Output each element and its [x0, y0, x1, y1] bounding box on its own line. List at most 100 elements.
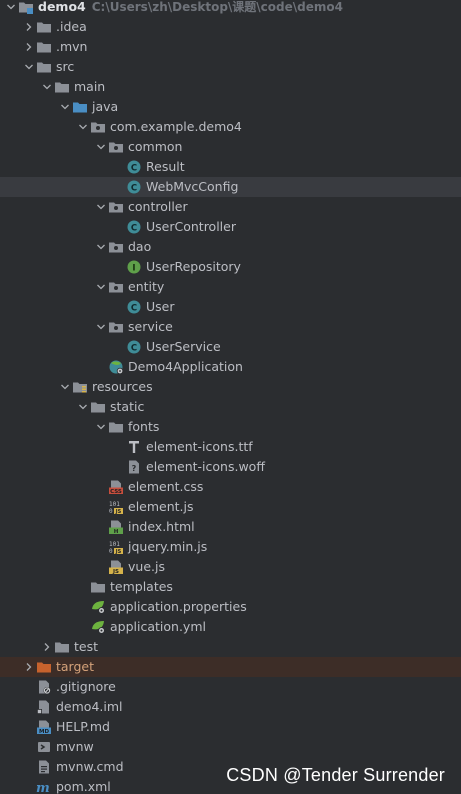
- tree-item-fonts[interactable]: fonts: [0, 417, 461, 437]
- resources-folder-icon: [72, 379, 88, 395]
- package-icon: [108, 199, 124, 215]
- spring-config-icon: [90, 599, 106, 615]
- svg-text:?: ?: [132, 464, 137, 473]
- js-file-icon: JS: [108, 559, 124, 575]
- tree-item-webmvcconfig[interactable]: C WebMvcConfig: [0, 177, 461, 197]
- tree-item-mvnw-cmd[interactable]: mvnw.cmd: [0, 757, 461, 777]
- chevron-down-icon[interactable]: [94, 137, 108, 157]
- text-file-icon: [36, 759, 52, 775]
- tree-item-demo4application[interactable]: Demo4Application: [0, 357, 461, 377]
- folder-icon: [90, 399, 106, 415]
- chevron-right-icon[interactable]: [22, 37, 36, 57]
- tree-item-entity[interactable]: entity: [0, 277, 461, 297]
- iml-file-icon: [36, 699, 52, 715]
- tree-item-dao[interactable]: dao: [0, 237, 461, 257]
- tree-item-label: dao: [128, 239, 152, 254]
- chevron-down-icon[interactable]: [94, 277, 108, 297]
- tree-item-label: index.html: [128, 519, 195, 534]
- tree-item-main[interactable]: main: [0, 77, 461, 97]
- tree-item-application-properties[interactable]: application.properties: [0, 597, 461, 617]
- tree-item-label: .mvn: [56, 39, 88, 54]
- tree-item-resources[interactable]: resources: [0, 377, 461, 397]
- tree-item-templates[interactable]: templates: [0, 577, 461, 597]
- chevron-down-icon[interactable]: [94, 417, 108, 437]
- chevron-right-icon[interactable]: [22, 17, 36, 37]
- font-file-icon: [126, 439, 142, 455]
- tree-item-src[interactable]: src: [0, 57, 461, 77]
- svg-text:JS: JS: [115, 549, 122, 555]
- tree-item-service[interactable]: service: [0, 317, 461, 337]
- tree-item-gitignore[interactable]: .gitignore: [0, 677, 461, 697]
- chevron-down-icon[interactable]: [58, 97, 72, 117]
- tree-item-application-yml[interactable]: application.yml: [0, 617, 461, 637]
- spring-config-icon: [90, 619, 106, 635]
- chevron-down-icon[interactable]: [22, 57, 36, 77]
- tree-item-java[interactable]: java: [0, 97, 461, 117]
- watermark: CSDN @Tender Surrender: [226, 765, 445, 785]
- svg-text:MD: MD: [39, 729, 49, 735]
- svg-text:0: 0: [109, 548, 113, 555]
- chevron-down-icon[interactable]: [94, 237, 108, 257]
- svg-text:C: C: [131, 183, 137, 193]
- tree-item-label: vue.js: [128, 559, 165, 574]
- tree-item-label: common: [128, 139, 183, 154]
- chevron-down-icon[interactable]: [94, 317, 108, 337]
- tree-item-common[interactable]: common: [0, 137, 461, 157]
- svg-text:C: C: [131, 303, 137, 313]
- chevron-right-icon[interactable]: [40, 637, 54, 657]
- chevron-down-icon[interactable]: [76, 397, 90, 417]
- tree-item-label: resources: [92, 379, 153, 394]
- tree-item-idea[interactable]: .idea: [0, 17, 461, 37]
- chevron-right-icon[interactable]: [22, 657, 36, 677]
- package-icon: [90, 119, 106, 135]
- maven-pom-icon: m: [36, 779, 52, 794]
- tree-item-label: main: [74, 79, 106, 94]
- tree-item-element-icons-woff[interactable]: ?element-icons.woff: [0, 457, 461, 477]
- tree-item-label: com.example.demo4: [110, 119, 242, 134]
- tree-item-com-example-demo4[interactable]: com.example.demo4: [0, 117, 461, 137]
- tree-item-label: mvnw: [56, 739, 94, 754]
- svg-text:C: C: [131, 223, 137, 233]
- html-file-icon: H: [108, 519, 124, 535]
- package-icon: [108, 279, 124, 295]
- class-icon: C: [126, 299, 142, 315]
- chevron-down-icon[interactable]: [58, 377, 72, 397]
- tree-item-mvn[interactable]: .mvn: [0, 37, 461, 57]
- tree-item-static[interactable]: static: [0, 397, 461, 417]
- gitignore-file-icon: [36, 679, 52, 695]
- tree-item-target[interactable]: target: [0, 657, 461, 677]
- svg-text:I: I: [132, 263, 135, 273]
- svg-text:101: 101: [109, 541, 120, 548]
- tree-item-demo4-iml[interactable]: demo4.iml: [0, 697, 461, 717]
- markdown-file-icon: MD: [36, 719, 52, 735]
- chevron-down-icon[interactable]: [40, 77, 54, 97]
- tree-item-label: element.js: [128, 499, 194, 514]
- tree-item-element-icons-ttf[interactable]: element-icons.ttf: [0, 437, 461, 457]
- tree-item-label: Result: [146, 159, 185, 174]
- tree-item-vue-js[interactable]: JS vue.js: [0, 557, 461, 577]
- chevron-down-icon[interactable]: [94, 197, 108, 217]
- chevron-down-icon[interactable]: [76, 117, 90, 137]
- tree-item-mvnw[interactable]: mvnw: [0, 737, 461, 757]
- folder-icon: [36, 59, 52, 75]
- css-file-icon: CSS: [108, 479, 124, 495]
- tree-item-label: WebMvcConfig: [146, 179, 239, 194]
- tree-item-controller[interactable]: controller: [0, 197, 461, 217]
- folder-icon: [90, 579, 106, 595]
- excluded-folder-icon: [36, 659, 52, 675]
- chevron-down-icon[interactable]: [4, 0, 18, 17]
- tree-item-test[interactable]: test: [0, 637, 461, 657]
